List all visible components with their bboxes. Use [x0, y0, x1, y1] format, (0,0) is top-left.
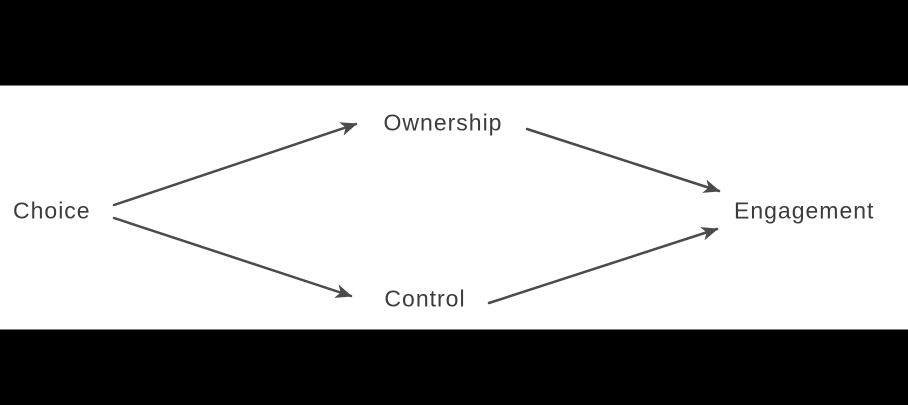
node-label-ownership: Ownership: [383, 109, 503, 136]
diagram-panel: [0, 85, 908, 330]
arrow-choice-to-ownership: [112, 122, 358, 207]
arrow-ownership-to-engagement: [525, 127, 721, 193]
node-label-control: Control: [384, 285, 466, 312]
node-label-choice: Choice: [13, 197, 91, 224]
arrow-choice-to-control: [112, 216, 353, 298]
letterbox-top: [0, 0, 908, 85]
arrow-control-to-engagement: [487, 227, 719, 305]
node-label-engagement: Engagement: [734, 197, 875, 224]
letterbox-bottom: [0, 330, 908, 405]
